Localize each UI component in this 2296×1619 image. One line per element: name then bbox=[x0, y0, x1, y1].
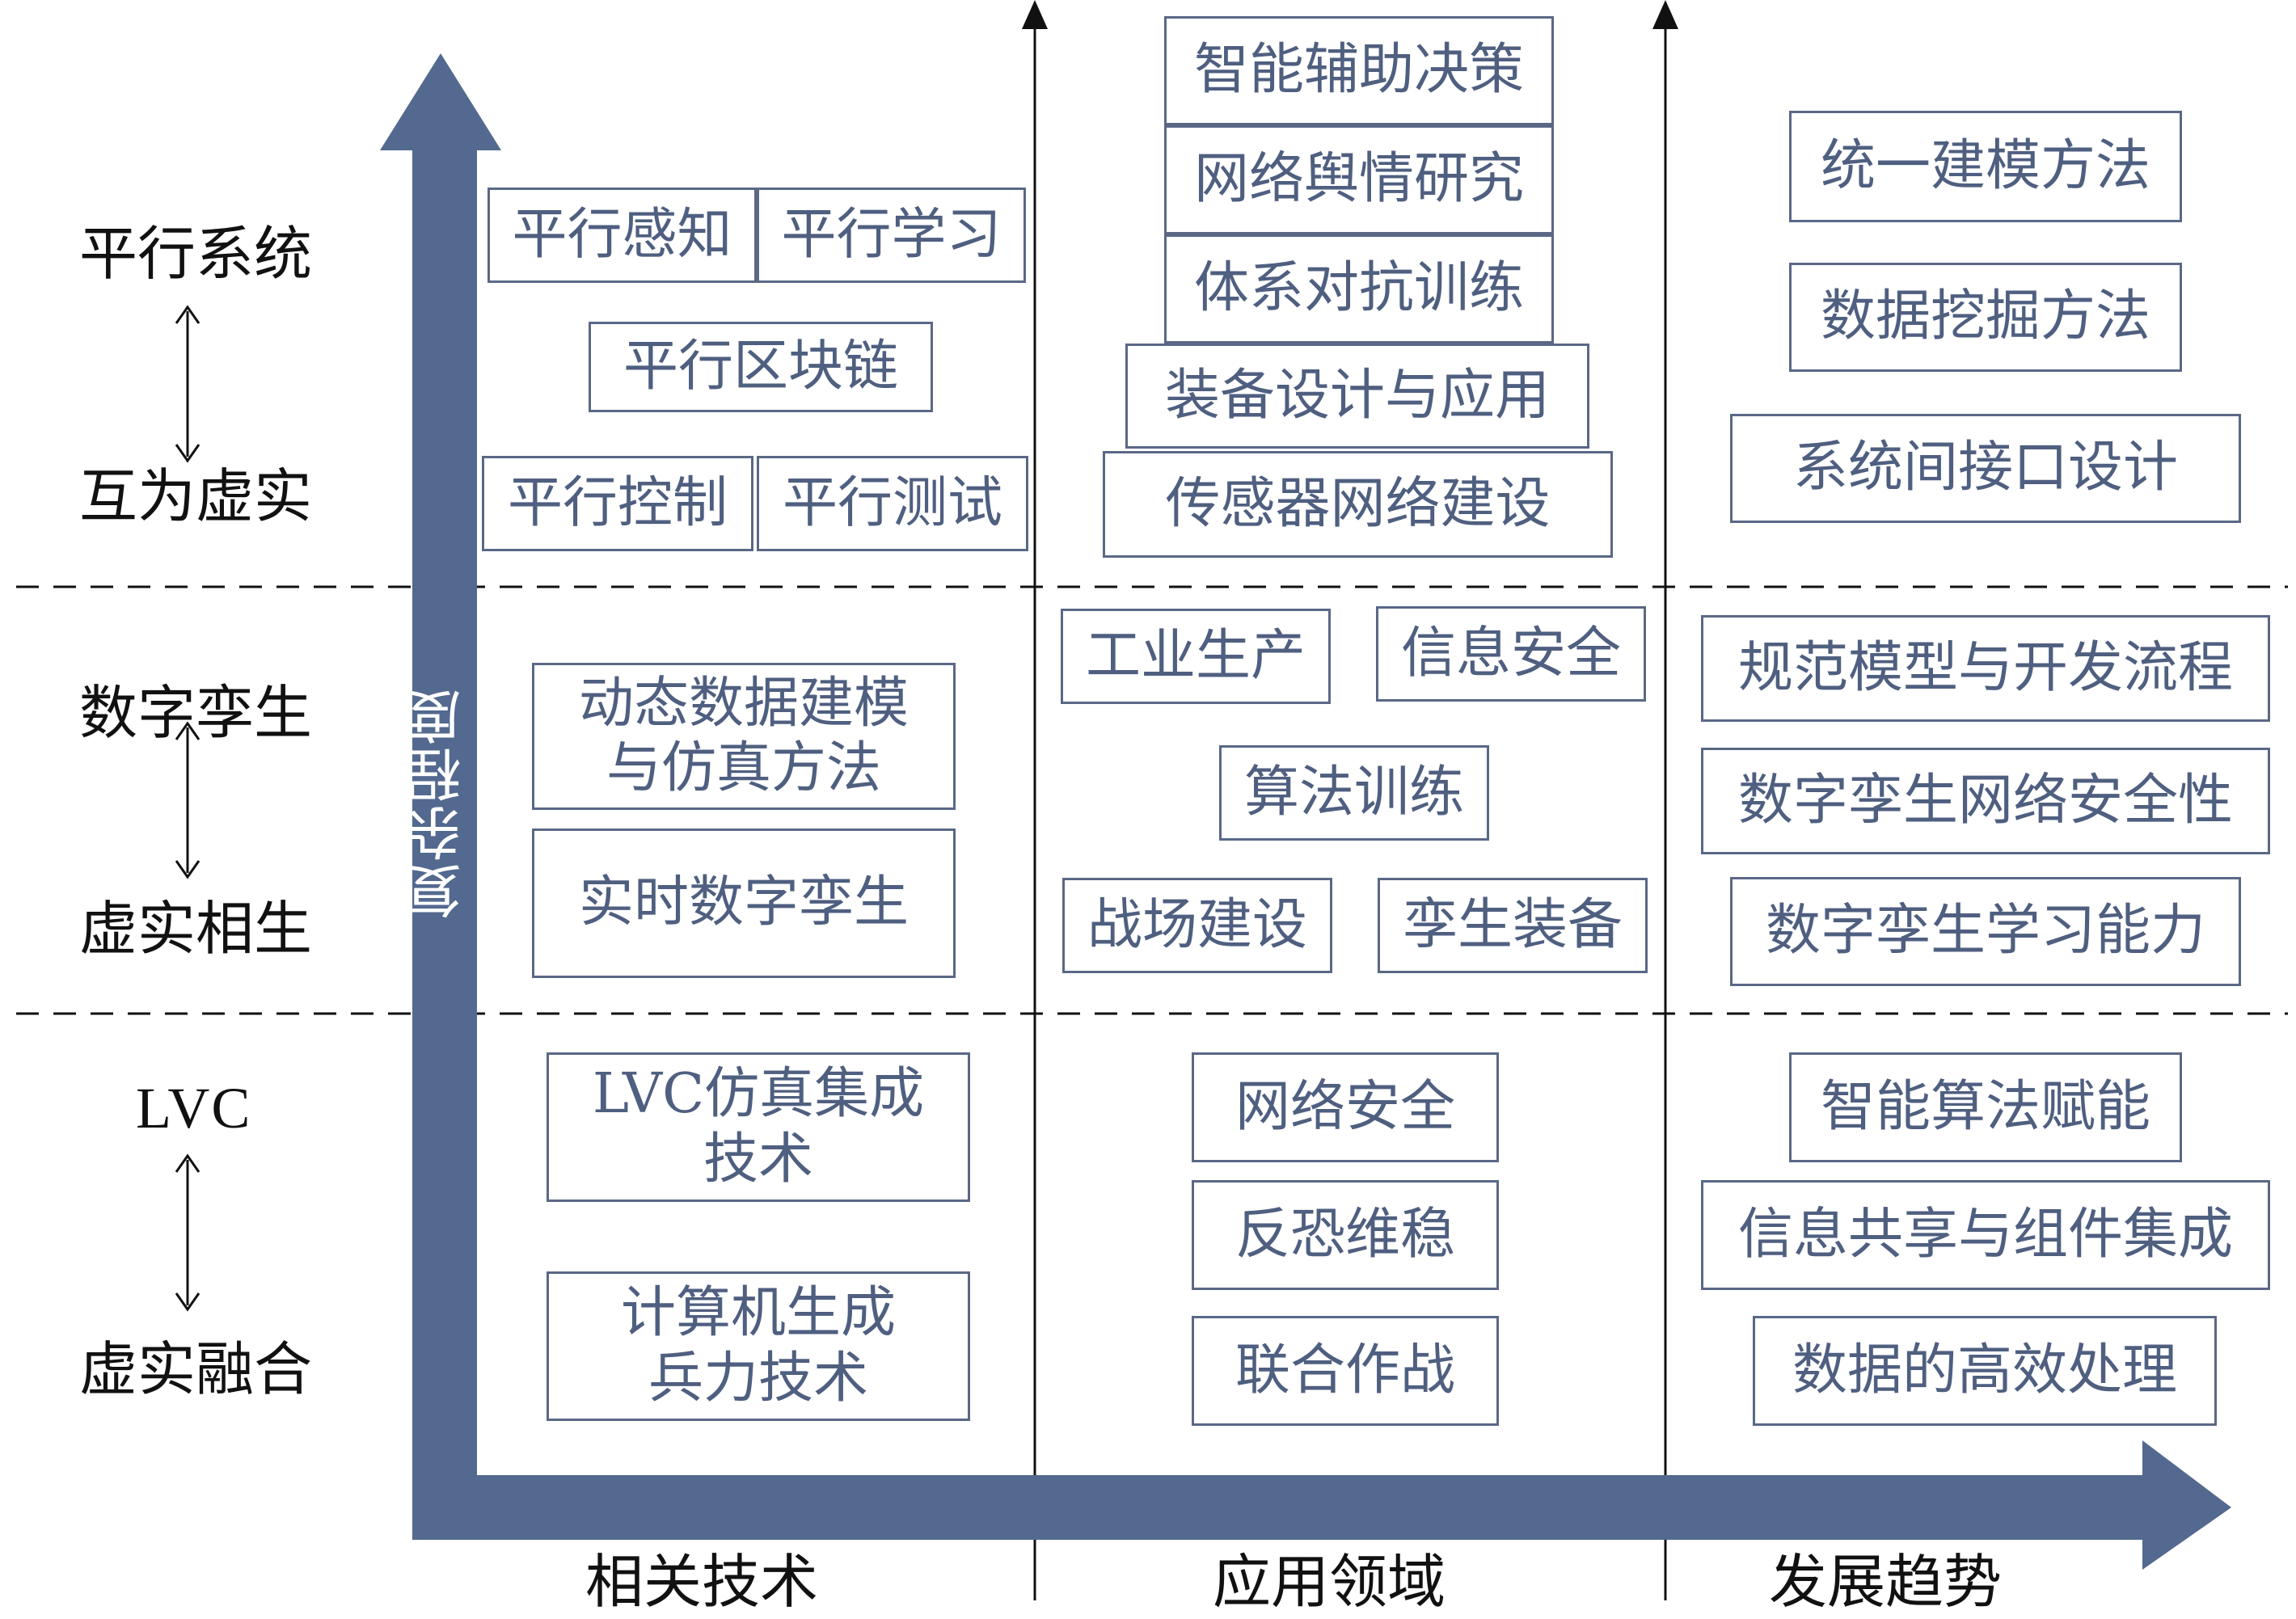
tech-lvc-simulation-integration: LVC仿真集成 技术 bbox=[547, 1052, 970, 1202]
level-label-lvc: LVC bbox=[136, 1076, 252, 1140]
column-label-trend: 发展趋势 bbox=[1769, 1548, 2003, 1616]
double-arrow-bottom bbox=[175, 1153, 200, 1312]
app-twin-equipment: 孪生装备 bbox=[1378, 878, 1648, 973]
tech-parallel-perception: 平行感知 bbox=[487, 188, 757, 283]
level-label-virtual-real-coexist: 虚实相生 bbox=[79, 895, 313, 963]
trend-efficient-data-processing: 数据的高效处理 bbox=[1753, 1316, 2217, 1426]
app-public-opinion-research: 网络舆情研究 bbox=[1164, 125, 1554, 234]
app-intelligent-decision-support: 智能辅助决策 bbox=[1164, 16, 1554, 125]
level-label-virtual-real-fusion: 虚实融合 bbox=[79, 1335, 313, 1403]
trend-twin-network-security: 数字孪生网络安全性 bbox=[1701, 748, 2270, 854]
level-label-mutual-virtual-real: 互为虚实 bbox=[79, 462, 313, 530]
tech-parallel-blockchain: 平行区块链 bbox=[589, 322, 933, 412]
level-label-digital-twin: 数字孪生 bbox=[79, 679, 313, 747]
tech-parallel-control: 平行控制 bbox=[482, 456, 753, 551]
trend-standard-model-process: 规范模型与开发流程 bbox=[1701, 615, 2270, 722]
trend-unified-modeling-method: 统一建模方法 bbox=[1789, 111, 2182, 222]
tech-parallel-learning: 平行学习 bbox=[757, 188, 1026, 283]
vertical-axis-label: 复杂程度 bbox=[404, 687, 471, 920]
horizontal-axis-arrow bbox=[412, 1440, 2231, 1570]
app-counter-terrorism: 反恐维稳 bbox=[1192, 1180, 1499, 1290]
column-divider-2 bbox=[1652, 0, 1678, 1600]
app-network-security: 网络安全 bbox=[1192, 1052, 1499, 1162]
level-label-parallel-system: 平行系统 bbox=[79, 220, 313, 288]
column-divider-1 bbox=[1022, 0, 1048, 1600]
column-label-application: 应用领域 bbox=[1213, 1548, 1446, 1616]
app-information-security: 信息安全 bbox=[1376, 606, 1646, 702]
tech-parallel-testing: 平行测试 bbox=[757, 456, 1028, 551]
trend-twin-learning-ability: 数字孪生学习能力 bbox=[1730, 877, 2241, 986]
trend-data-mining-method: 数据挖掘方法 bbox=[1789, 263, 2182, 372]
tech-computer-generated-forces: 计算机生成 兵力技术 bbox=[547, 1271, 970, 1421]
app-industrial-production: 工业生产 bbox=[1061, 609, 1331, 704]
app-algorithm-training: 算法训练 bbox=[1219, 745, 1489, 841]
app-confrontation-training: 体系对抗训练 bbox=[1164, 234, 1554, 344]
trend-intelligent-algorithm-empowerment: 智能算法赋能 bbox=[1789, 1052, 2182, 1162]
trend-info-sharing-integration: 信息共享与组件集成 bbox=[1701, 1180, 2270, 1290]
app-equipment-design: 装备设计与应用 bbox=[1125, 344, 1589, 449]
trend-system-interface-design: 系统间接口设计 bbox=[1730, 414, 2241, 523]
vertical-axis-arrow bbox=[380, 53, 501, 1540]
app-sensor-network: 传感器网络建设 bbox=[1103, 451, 1613, 558]
app-battlefield-construction: 战场建设 bbox=[1062, 878, 1332, 973]
double-arrow-middle bbox=[175, 721, 200, 879]
column-label-technology: 相关技术 bbox=[585, 1548, 819, 1616]
tech-realtime-digital-twin: 实时数字孪生 bbox=[532, 828, 956, 978]
double-arrow-top bbox=[175, 305, 200, 463]
app-joint-operations: 联合作战 bbox=[1192, 1316, 1499, 1426]
tech-dynamic-data-modeling: 动态数据建模 与仿真方法 bbox=[532, 663, 956, 810]
